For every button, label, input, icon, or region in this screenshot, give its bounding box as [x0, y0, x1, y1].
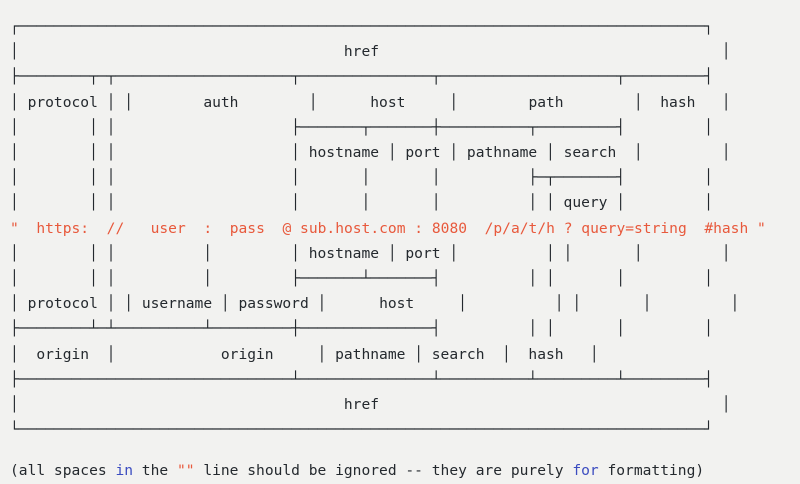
- url-at: @: [282, 219, 292, 237]
- url-quote-open: ": [10, 219, 19, 237]
- url-port: 8080: [431, 219, 468, 237]
- footer-keyword-for: for: [572, 462, 599, 480]
- url-protocol: https:: [36, 219, 90, 237]
- label-pathname-bottom: pathname: [335, 345, 406, 363]
- diagram-line-href-top-border: ┌───────────────────────────────────────…: [10, 18, 713, 35]
- diagram-line-top-split: ├────────┬─┬────────────────────┬───────…: [10, 68, 713, 86]
- label-username: username: [141, 295, 213, 313]
- diagram-line-sub-labels-bottom: │ │ │ │ │ hostname │ port │ │ │ │ │: [10, 244, 731, 262]
- label-auth: auth: [203, 93, 239, 111]
- url-anatomy-diagram: ┌───────────────────────────────────────…: [0, 14, 800, 479]
- url-pathname: /p/a/t/h: [484, 219, 555, 237]
- diagram-line-major-labels: │ protocol │ │ auth │ host │ path │ hash…: [10, 93, 731, 111]
- ascii-diagram-body: ┌───────────────────────────────────────…: [0, 14, 800, 442]
- label-href-top: href: [343, 43, 380, 61]
- label-password: password: [238, 295, 309, 313]
- label-href-bottom: href: [343, 396, 380, 414]
- url-quote-close: ": [757, 219, 766, 237]
- url-username: user: [150, 219, 186, 237]
- label-hash-top: hash: [660, 93, 696, 111]
- diagram-line-host-bottom-border: │ │ │ │ ├───────┴───────┤ │ │ │ │: [10, 270, 713, 288]
- diagram-line-url-example: " https: // user : pass @ sub.host.com :…: [10, 216, 800, 241]
- url-port-colon: :: [414, 219, 424, 237]
- footer-part-2: the: [133, 462, 177, 480]
- diagram-line-query-label: │ │ │ │ │ │ │ │ query │ │: [10, 194, 713, 212]
- diagram-line-origin-labels: │ origin │ origin │ pathname │ search │ …: [10, 345, 599, 363]
- url-hostname: sub.host.com: [300, 219, 406, 237]
- label-origin-right: origin: [220, 345, 274, 363]
- label-protocol-top: protocol: [27, 93, 98, 111]
- label-host-bottom: host: [379, 295, 415, 313]
- footer-keyword-in: in: [115, 462, 134, 480]
- label-hostname-top: hostname: [308, 144, 380, 162]
- label-pathname-top: pathname: [466, 144, 538, 162]
- footer-string-literal: "": [176, 462, 195, 480]
- footer-part-1: (all spaces: [10, 462, 116, 480]
- diagram-line-href-bottom-label: │ href │: [10, 396, 731, 414]
- label-protocol-bottom: protocol: [27, 295, 98, 313]
- label-search-bottom: search: [431, 345, 485, 363]
- footer-part-4: formatting): [598, 462, 705, 480]
- label-origin-left: origin: [36, 345, 90, 363]
- url-hash: #hash: [704, 219, 749, 237]
- diagram-line-host-sub-border: │ │ │ ├───────┬───────┼──────────┬──────…: [10, 118, 713, 136]
- url-question: ?: [563, 219, 573, 237]
- label-search: search: [563, 144, 617, 162]
- diagram-line-bottom-border: └───────────────────────────────────────…: [10, 421, 713, 439]
- url-colon: :: [203, 219, 213, 237]
- footer-note: (all spaces in the "" line should be ign…: [0, 442, 800, 483]
- url-slashes: //: [106, 219, 125, 237]
- diagram-line-auth-labels: │ protocol │ │ username │ password │ hos…: [10, 295, 740, 313]
- label-hostname-bottom: hostname: [308, 244, 380, 262]
- url-query: query=string: [581, 219, 687, 237]
- label-path: path: [528, 93, 564, 111]
- diagram-line-query-border: │ │ │ │ │ │ ├─┬───────┤ │: [10, 169, 713, 187]
- label-query: query: [563, 194, 608, 212]
- diagram-line-origin-border: ├────────┴─┴──────────┴─────────┼───────…: [10, 320, 713, 338]
- label-hash-bottom: hash: [528, 345, 564, 363]
- url-password: pass: [229, 219, 265, 237]
- label-port-bottom: port: [405, 244, 441, 262]
- label-host-top: host: [370, 93, 406, 111]
- diagram-line-sub-labels: │ │ │ │ hostname │ port │ pathname │ sea…: [10, 144, 731, 162]
- diagram-line-href-bottom-border-top: ├───────────────────────────────┴───────…: [10, 370, 713, 388]
- label-port-top: port: [405, 144, 441, 162]
- footer-part-3: line should be ignored -- they are purel…: [194, 462, 573, 480]
- diagram-line-href-label: │ href │: [10, 43, 731, 61]
